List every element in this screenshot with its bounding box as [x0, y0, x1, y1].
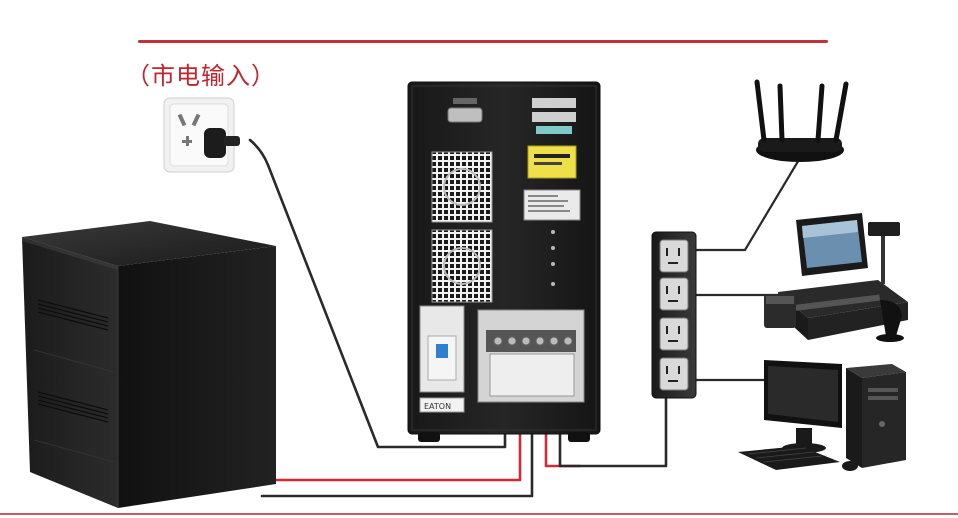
pos-terminal: [764, 213, 908, 342]
bottom-divider: [0, 513, 958, 515]
wall-socket: [163, 97, 240, 173]
diagram-title: （市电输入）: [126, 62, 276, 90]
battery-cabinet: [22, 221, 276, 508]
ups-brand-label: EATON: [424, 402, 451, 411]
wifi-router: [754, 79, 849, 162]
power-strip: [651, 231, 697, 399]
top-divider: [138, 40, 828, 43]
router-cable: [686, 156, 802, 252]
mains-input-cable: [248, 138, 507, 449]
desktop-computer: [738, 360, 906, 471]
ups-tower: EATON: [407, 81, 601, 442]
